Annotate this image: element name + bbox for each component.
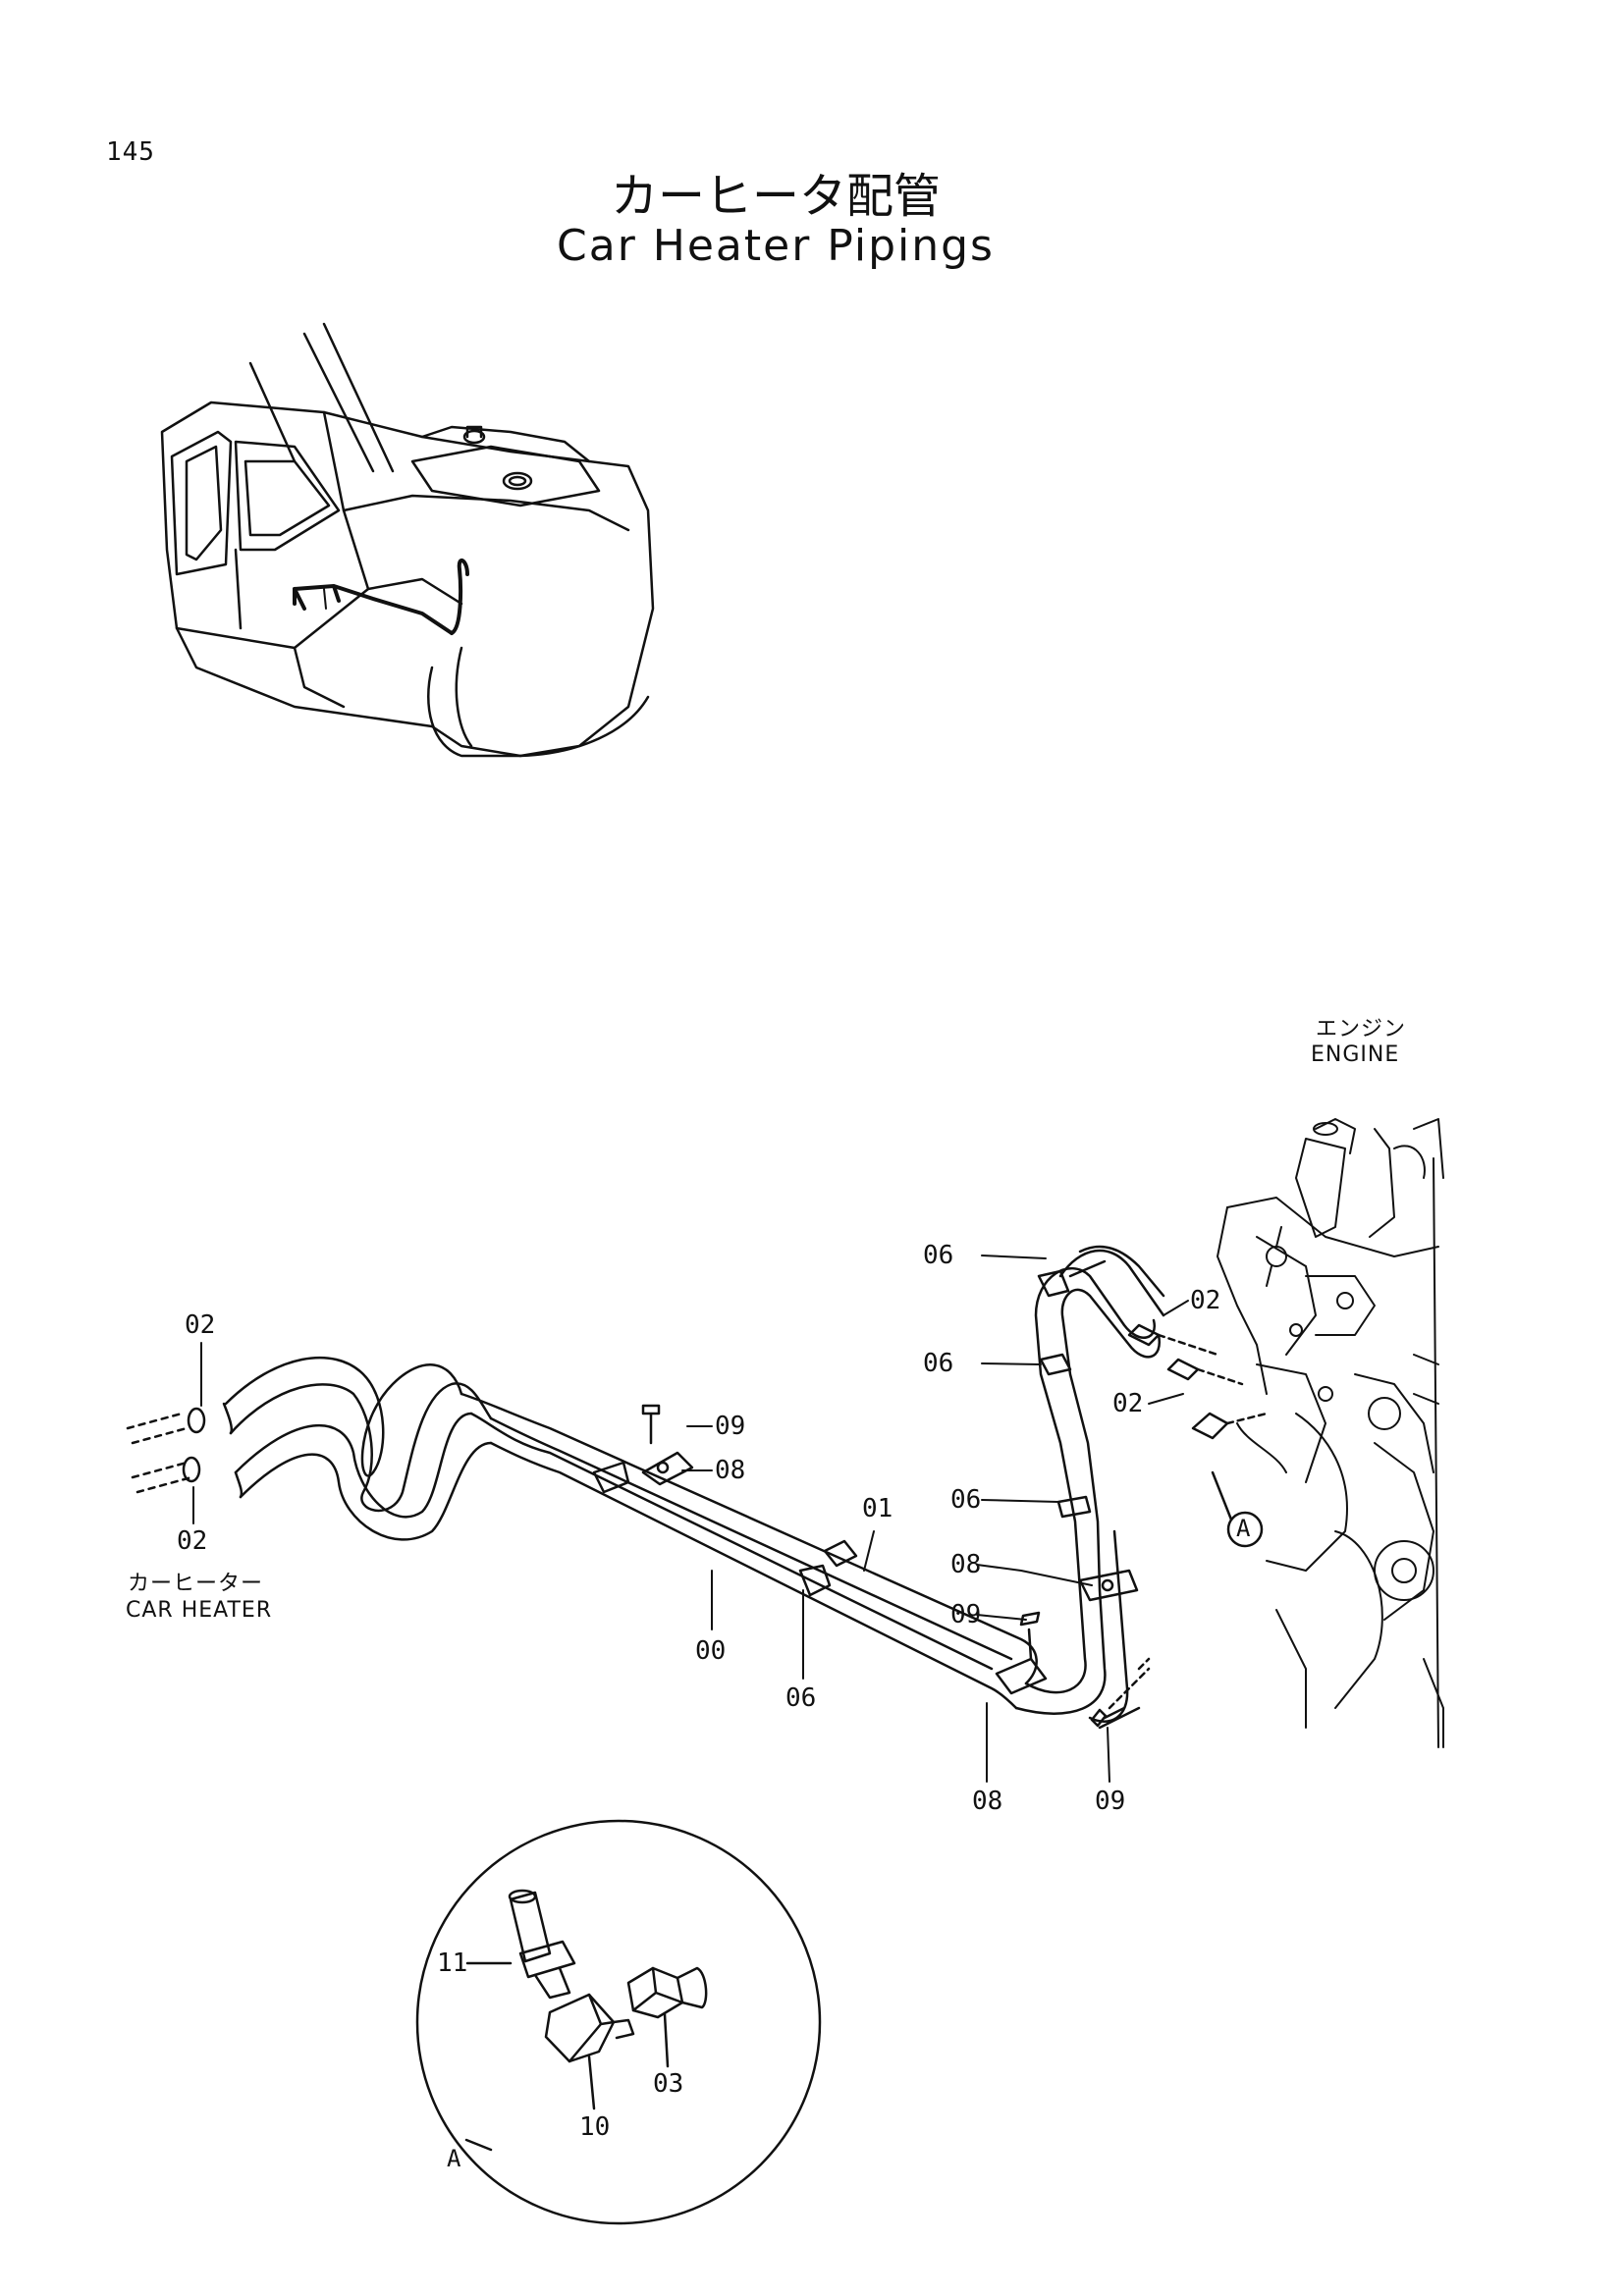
title-japanese: カーヒータ配管 — [610, 169, 941, 224]
part-leader-lines — [192, 1255, 1189, 1783]
part-label-10: 10 — [579, 2112, 611, 2142]
heater-hose-assembly — [126, 1245, 1269, 1730]
part-label-06: 06 — [923, 1241, 954, 1270]
detail-a-inset — [415, 1819, 822, 2225]
part-label-06: 06 — [950, 1485, 982, 1515]
part-label-09: 09 — [715, 1412, 746, 1441]
detail-a-callout-letter: A — [1236, 1515, 1251, 1542]
car-heater-label-japanese: カーヒーター — [128, 1572, 264, 1596]
part-label-09: 09 — [1095, 1787, 1126, 1816]
part-label-02: 02 — [1190, 1286, 1221, 1315]
part-label-06: 06 — [785, 1683, 817, 1713]
engine-illustration — [1217, 1118, 1444, 1748]
part-label-09: 09 — [950, 1600, 982, 1629]
detail-a-inset-letter: A — [447, 2145, 461, 2172]
engine-label-english: ENGINE — [1311, 1042, 1400, 1067]
title-english: Car Heater Pipings — [557, 221, 995, 271]
part-label-02: 02 — [1112, 1389, 1144, 1418]
part-label-02: 02 — [185, 1310, 216, 1340]
part-label-00: 00 — [695, 1636, 727, 1666]
part-label-03: 03 — [653, 2069, 684, 2099]
engine-label-japanese: エンジン — [1316, 1017, 1407, 1041]
part-label-08: 08 — [715, 1456, 746, 1485]
car-heater-label-english: CAR HEATER — [126, 1598, 273, 1623]
excavator-overview-illustration — [160, 322, 655, 758]
part-label-06: 06 — [923, 1349, 954, 1378]
part-label-08: 08 — [950, 1550, 982, 1579]
part-label-11: 11 — [437, 1949, 468, 1978]
part-label-02: 02 — [177, 1526, 208, 1556]
page-number: 145 — [106, 137, 155, 167]
part-label-01: 01 — [862, 1494, 893, 1523]
detail-a-marker — [1211, 1470, 1264, 1548]
part-label-08: 08 — [972, 1787, 1003, 1816]
